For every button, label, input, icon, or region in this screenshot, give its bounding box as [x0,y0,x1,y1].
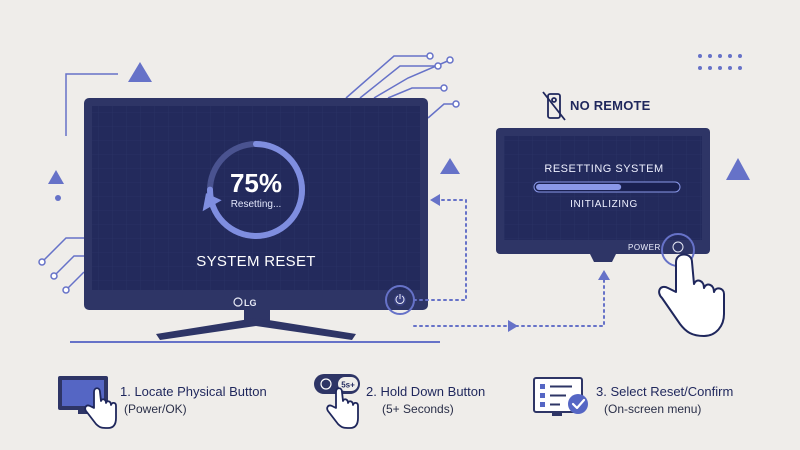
step-1-title: 1. Locate Physical Button [120,384,267,399]
connector-arrows [413,199,605,327]
step-2-title: 2. Hold Down Button [366,384,486,399]
step-3-subtitle: (On-screen menu) [604,402,702,416]
step-3-title: 3. Select Reset/Confirm [596,384,734,399]
secondary-title: RESETTING SYSTEM [544,163,664,175]
secondary-tv [496,128,710,262]
hold-badge-label: 5s+ [341,381,355,390]
step-2-subtitle: (5+ Seconds) [382,402,454,416]
main-tv-stand [156,318,356,340]
circuit-nodes-left [38,258,70,294]
circuit-traces-right [345,55,456,119]
main-tv [70,98,440,343]
lg-logo-icon [233,297,243,307]
pressing-hand-icon [658,253,725,337]
no-remote-icon [542,91,566,121]
checklist-confirm-icon [533,377,588,416]
circuit-nodes-right [426,52,460,108]
no-remote-label: NO REMOTE [570,98,651,113]
circuit-traces-left [41,73,118,291]
reset-progress-fill [536,184,622,190]
hold-badge [338,377,358,391]
secondary-status: INITIALIZING [570,199,638,210]
main-tv-power-button[interactable] [385,285,415,315]
step-1-subtitle: (Power/OK) [124,402,187,416]
main-tv-grid [92,106,420,290]
decor-triangle [48,170,64,184]
connector-arrowheads [430,194,610,332]
progress-ring [202,141,305,239]
decor-dot [55,195,61,201]
progress-status: Resetting... [230,199,282,210]
progress-ring-fill [207,141,305,239]
progress-percent: 75% [229,168,283,198]
brand-label: LG [244,298,257,308]
power-label: POWER [628,243,661,252]
secondary-tv-foot [590,254,616,262]
refresh-arrow-icon [202,193,222,212]
screen-title: SYSTEM RESET [196,253,316,270]
power-icon [395,295,405,304]
decor-triangle [440,158,460,174]
decor-triangle [128,62,152,82]
decor-dot-grid [698,54,742,70]
tv-touch-icon [58,376,117,429]
hold-button-icon [314,374,360,429]
decor-triangle [726,158,750,180]
